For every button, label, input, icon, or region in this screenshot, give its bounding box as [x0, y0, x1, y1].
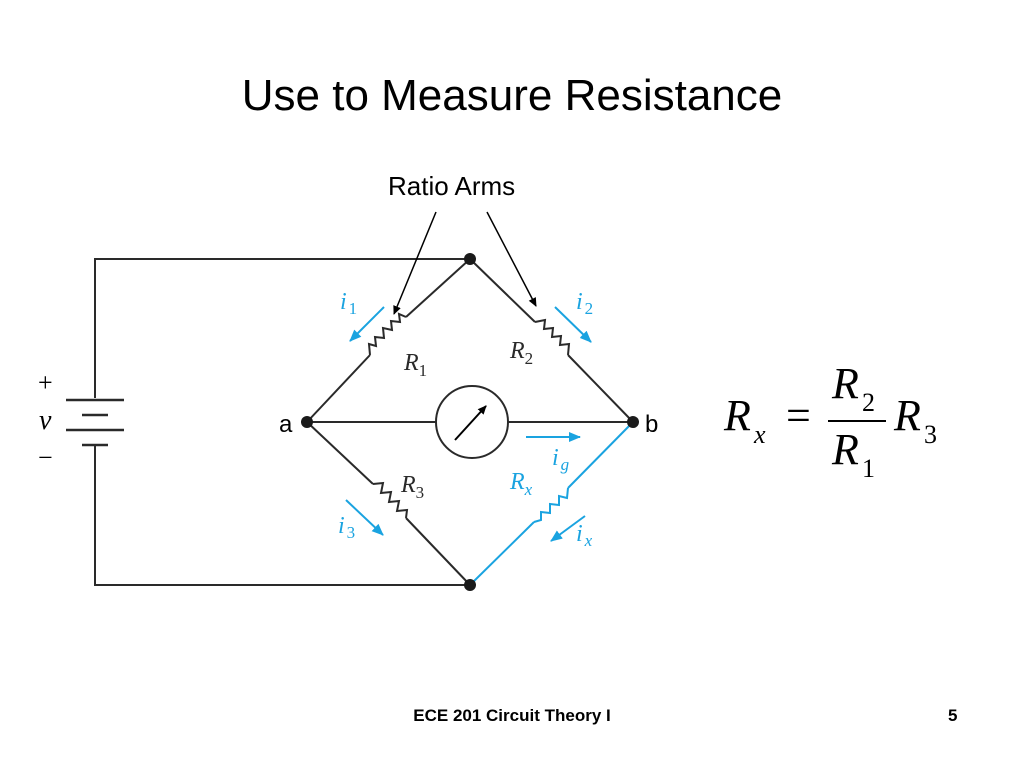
resistor-r3: [372, 481, 409, 519]
formula-numerator-sub: 2: [862, 388, 875, 417]
ratio-arms-pointers: [393, 211, 537, 315]
r1-label: R1: [403, 350, 427, 380]
bridge-wires: [306, 258, 634, 586]
r2-label: R2: [509, 338, 533, 368]
circuit-nodes: [301, 253, 639, 591]
node-a-label: a: [279, 411, 293, 438]
formula-rhs-sub: 3: [924, 420, 937, 449]
source-minus-label: −: [38, 443, 53, 472]
slide-title: Use to Measure Resistance: [241, 71, 783, 120]
galvanometer-icon: [435, 385, 509, 459]
footer-page-number: 5: [948, 706, 958, 725]
formula-numerator: R: [832, 359, 859, 408]
rx-branch: [469, 421, 634, 586]
source-plus-label: +: [38, 368, 53, 397]
source-voltage-label: v: [39, 405, 52, 436]
formula-denominator: R: [832, 425, 859, 474]
resistor-r2: [534, 318, 571, 356]
formula-lhs-sub: x: [754, 420, 766, 449]
resistor-rx: [533, 487, 569, 523]
ratio-arms-label: Ratio Arms: [388, 171, 516, 201]
r3-label: R3: [400, 472, 424, 502]
footer-course-title: ECE 201 Circuit Theory I: [413, 706, 611, 725]
bridge-balance-formula: R x = R 2 R 1 R 3: [724, 358, 954, 488]
rx-label: Rx: [509, 469, 533, 499]
current-arrows: [345, 306, 592, 542]
fraction-bar: [828, 420, 886, 422]
resistor-r1: [367, 312, 407, 356]
formula-lhs: R: [724, 391, 751, 440]
node-b-label: b: [645, 411, 658, 438]
formula-equals: =: [786, 391, 811, 440]
formula-denominator-sub: 1: [862, 454, 875, 483]
formula-rhs: R: [894, 391, 921, 440]
battery-icon: [66, 398, 124, 447]
source-wires: [94, 258, 470, 586]
